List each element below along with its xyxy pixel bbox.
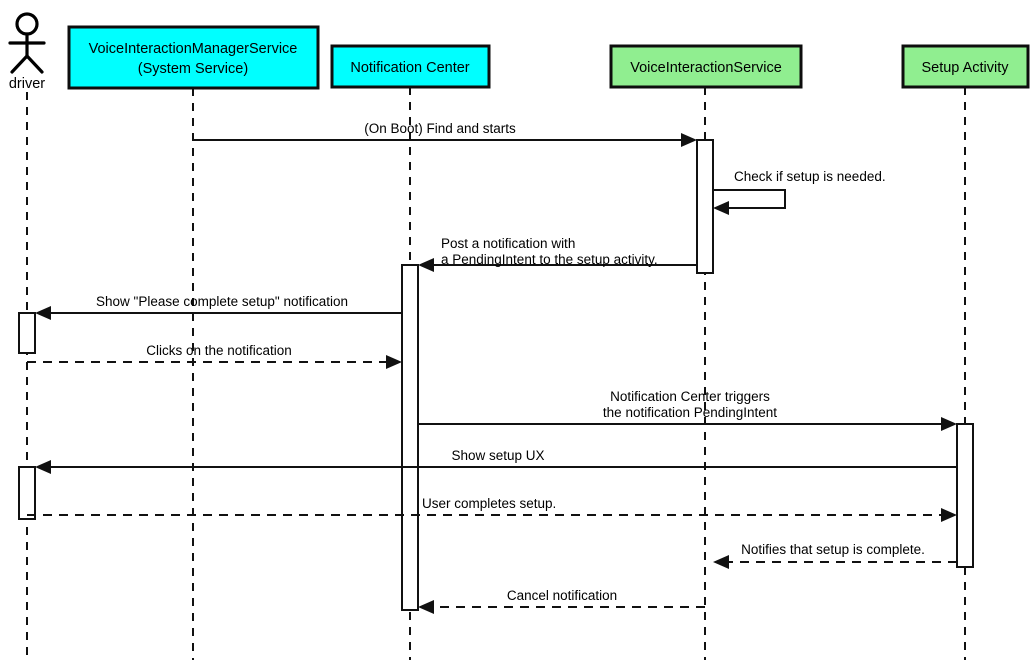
message-label-notifies-setup-complete: Notifies that setup is complete. [741,542,925,557]
activation-bar-voice-interaction-service [696,139,714,274]
message-label-trigger-pendingintent-line2: the notification PendingIntent [603,405,777,420]
arrow-head-left-icon [35,306,51,320]
actor-leg-right-icon [25,54,44,74]
participant-box-voice-interaction-service[interactable] [609,44,803,89]
participant-box-setup-activity[interactable] [901,44,1030,89]
participant-voice-interaction-manager-service[interactable]: VoiceInteractionManagerService (System S… [67,25,320,90]
actor-leg-left-icon [10,54,29,74]
activation-bar-driver-1 [18,312,36,354]
arrow-head-right-icon [941,417,957,431]
arrow-head-left-icon [713,555,729,569]
participant-voice-interaction-service[interactable]: VoiceInteractionService [609,44,803,89]
message-show-please-complete-setup-notification[interactable]: Show "Please complete setup" notificatio… [35,294,402,320]
participant-setup-activity[interactable]: Setup Activity [901,44,1030,89]
message-self-loop-path [713,189,786,209]
arrow-head-right-icon [681,133,697,147]
participant-label-notification-center: Notification Center [350,60,469,76]
actor-head-icon [15,12,39,36]
arrow-head-left-icon [713,201,729,215]
participant-label-driver: driver [9,76,45,92]
participant-box-vims[interactable] [67,25,320,90]
message-label-on-boot: (On Boot) Find and starts [364,121,516,136]
message-label-user-completes-setup: User completes setup. [422,496,556,511]
message-label-clicks-notification: Clicks on the notification [146,343,292,358]
activation-bars-group [18,139,974,611]
participant-box-notification-center[interactable] [330,44,491,89]
message-label-trigger-pendingintent-line1: Notification Center triggers [610,389,770,404]
activation-bar-notification-center [401,264,419,611]
arrow-head-left-icon [35,460,51,474]
message-clicks-on-the-notification[interactable]: Clicks on the notification [27,343,402,369]
participant-label-vims-line2: (System Service) [138,61,248,77]
arrow-head-left-icon [418,258,434,272]
message-show-setup-ux[interactable]: Show setup UX [35,448,957,474]
activation-bar-setup-activity [956,423,974,568]
message-notification-center-triggers-pendingintent[interactable]: Notification Center triggers the notific… [418,389,957,431]
message-post-a-notification[interactable]: Post a notification with a PendingIntent… [418,236,697,272]
message-label-check-setup: Check if setup is needed. [734,169,886,184]
arrow-head-left-icon [418,600,434,614]
message-label-post-notification-line2: a PendingIntent to the setup activity. [441,252,658,267]
activation-bar-driver-2 [18,466,36,520]
participant-notification-center[interactable]: Notification Center [330,44,491,89]
message-cancel-notification[interactable]: Cancel notification [418,588,705,614]
message-label-post-notification-line1: Post a notification with [441,236,575,251]
participant-driver[interactable]: driver [8,12,46,92]
message-check-if-setup-is-needed[interactable]: Check if setup is needed. [713,169,886,215]
message-notifies-that-setup-is-complete[interactable]: Notifies that setup is complete. [713,542,957,569]
arrow-head-right-icon [386,355,402,369]
participant-label-setup-activity: Setup Activity [921,60,1009,76]
message-label-show-setup-ux: Show setup UX [451,448,544,463]
message-on-boot-find-and-starts[interactable]: (On Boot) Find and starts [193,121,697,147]
participant-label-voice-interaction-service: VoiceInteractionService [630,60,782,76]
participant-label-vims-line1: VoiceInteractionManagerService [89,41,298,57]
message-label-cancel-notification: Cancel notification [507,588,617,603]
arrow-head-right-icon [941,508,957,522]
message-user-completes-setup[interactable]: User completes setup. [27,496,957,522]
message-label-show-notification: Show "Please complete setup" notificatio… [96,294,348,309]
